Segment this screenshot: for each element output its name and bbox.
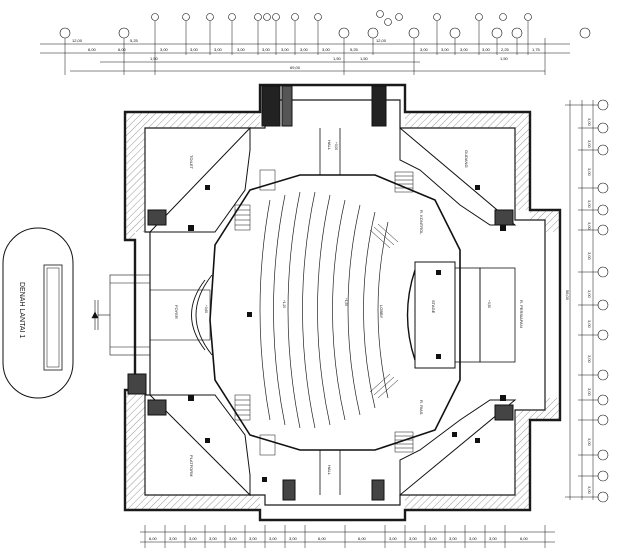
room-labels: HALL HALL STAGE FOYER LOBBY R. KONTROL G…: [174, 140, 524, 476]
dim-bottom-1: 6,00: [149, 536, 158, 541]
overall-width: 69,00: [290, 65, 301, 70]
dim-top-7: 3,00: [262, 47, 271, 52]
corridor-hatch: [125, 112, 560, 510]
elev-4: +0,60: [204, 305, 208, 313]
dim-top-5: 3,00: [214, 47, 223, 52]
dim-top-15: 3,00: [460, 47, 469, 52]
top-dimension-lines: [40, 21, 570, 75]
title-oval: DENAH LANTAI 1: [2, 227, 74, 399]
elev-3: +1,50: [344, 298, 348, 306]
label-stage: STAGE: [431, 300, 436, 314]
dim-right-8: 3,00: [587, 320, 592, 329]
label-foyer: FOYER: [174, 305, 179, 319]
stage: [406, 261, 516, 369]
dim-bottom-10: 6,00: [358, 536, 367, 541]
dim-bottom-3: 3,00: [189, 536, 198, 541]
dim-top-23: 1,50: [360, 56, 369, 61]
dim-bottom-17: 6,00: [520, 536, 529, 541]
dim-right-12: 3,00: [587, 486, 592, 495]
label-platform: PLATFORM: [189, 455, 194, 476]
dim-right-4: 3,00: [587, 200, 592, 209]
label-persiapan: R. PERSIAPAN: [519, 300, 524, 328]
dim-right-9: 3,00: [587, 355, 592, 364]
dim-top-3: 3,00: [160, 47, 169, 52]
dim-top-20: 6,00: [118, 47, 127, 52]
dim-bottom-11: 3,00: [389, 536, 398, 541]
entrance-ramp: [97, 274, 151, 356]
bottom-dimension-lines: [140, 525, 555, 548]
right-dimension-lines: [565, 100, 598, 500]
dim-bottom-9: 6,00: [318, 536, 327, 541]
elev-5: +0,30: [487, 300, 491, 308]
dim-bottom-4: 3,00: [209, 536, 218, 541]
dim-bottom-5: 3,00: [229, 536, 238, 541]
dim-right-11: 3,00: [587, 438, 592, 447]
top-dimension-texts: 12,00 5,25 3,00 3,00 3,00 3,00 3,00 3,00…: [72, 38, 541, 70]
top-gridline-bubbles: [59, 10, 591, 39]
label-lobby: LOBBY: [379, 305, 384, 319]
right-dimension-texts: 3,00 3,00 3,00 3,00 3,00 3,00 3,00 3,00 …: [565, 118, 592, 495]
dim-top-8: 3,00: [281, 47, 290, 52]
dim-right-6: 3,00: [587, 252, 592, 261]
dim-top-6: 3,00: [237, 47, 246, 52]
dim-right-1: 3,00: [587, 118, 592, 127]
dim-bottom-7: 3,00: [269, 536, 278, 541]
dim-top-19: 6,00: [88, 47, 97, 52]
columns: [188, 185, 506, 482]
dim-bottom-2: 3,00: [169, 536, 178, 541]
dim-top-13: 3,00: [420, 47, 429, 52]
bottom-dimension-texts: 6,00 3,00 3,00 3,00 3,00 3,00 3,00 3,00 …: [149, 536, 529, 541]
dim-bottom-14: 3,00: [449, 536, 458, 541]
dim-right-10: 3,00: [587, 388, 592, 397]
dim-bottom-8: 3,00: [289, 536, 298, 541]
dim-right-3: 3,00: [587, 168, 592, 177]
dim-bottom-16: 3,00: [489, 536, 498, 541]
dim-bottom-6: 3,00: [249, 536, 258, 541]
dim-top-2: 5,25: [130, 38, 139, 43]
dim-top-18: 1,75: [532, 47, 541, 52]
dim-top-17: 2,25: [501, 47, 510, 52]
dim-top-16: 3,00: [482, 47, 491, 52]
overall-height: 58,00: [565, 290, 570, 301]
label-kontrol: R. KONTROL: [419, 210, 424, 235]
label-hall-bottom: HALL: [327, 465, 332, 476]
dim-top-1: 12,00: [72, 38, 83, 43]
dim-right-2: 3,00: [587, 140, 592, 149]
dim-right-5: 3,00: [587, 222, 592, 231]
stairs: [234, 169, 414, 456]
label-toilet: TOILET: [189, 155, 194, 169]
planters: [127, 85, 514, 501]
dim-top-14: 3,00: [441, 47, 450, 52]
label-rias: R. RIAS: [419, 400, 424, 415]
elev-1: +0,00: [334, 142, 338, 150]
dim-right-7: 3,00: [587, 290, 592, 299]
dim-bottom-15: 3,00: [469, 536, 478, 541]
dim-bottom-13: 3,00: [429, 536, 438, 541]
dim-top-22: 1,50: [333, 56, 342, 61]
foyer-arc: [149, 274, 213, 356]
dim-top-9: 3,00: [300, 47, 309, 52]
dim-top-10: 3,00: [322, 47, 331, 52]
dim-top-21: 1,50: [150, 56, 159, 61]
elev-2: +1,20: [282, 300, 286, 308]
section-marker: [91, 300, 99, 330]
dim-top-12: 12,00: [376, 38, 387, 43]
dim-top-4: 3,00: [190, 47, 199, 52]
drawing-title: DENAH LANTAI 1: [18, 282, 25, 338]
right-gridline-bubbles: [597, 99, 609, 503]
dim-top-24: 1,50: [500, 56, 509, 61]
dim-top-11: 5,25: [350, 47, 359, 52]
seating-rows: [259, 191, 389, 429]
label-hall-top: HALL: [327, 140, 332, 151]
dim-bottom-12: 3,00: [409, 536, 418, 541]
label-gudang: GUDANG: [464, 150, 469, 168]
